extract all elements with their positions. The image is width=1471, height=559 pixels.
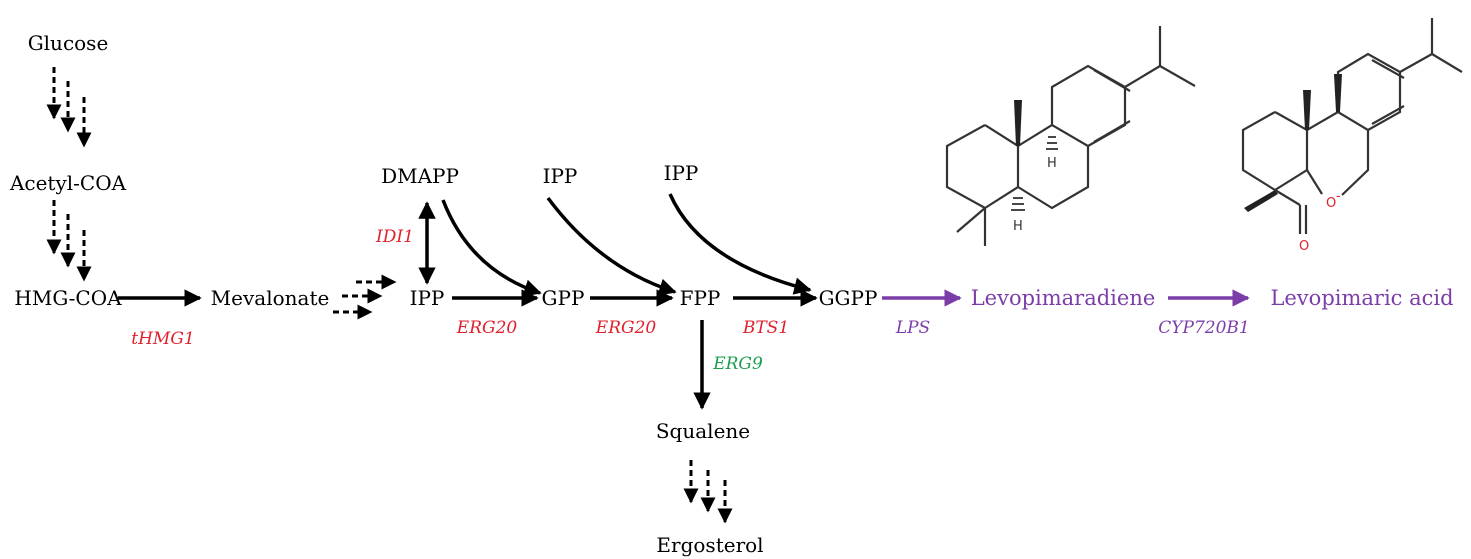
node-ipp-main: IPP bbox=[410, 286, 445, 310]
wedge-methyl-acid bbox=[1244, 190, 1278, 212]
multistep-arrows-glucose-acetylcoa bbox=[46, 67, 92, 148]
atom-h-upper: H bbox=[1047, 156, 1057, 171]
node-gpp: GPP bbox=[542, 286, 585, 310]
enzyme-bts1: BTS1 bbox=[742, 318, 789, 338]
enzyme-thmg1: tHMG1 bbox=[131, 329, 194, 349]
enzyme-erg20-2: ERG20 bbox=[595, 318, 657, 338]
node-dmapp: DMAPP bbox=[381, 164, 459, 188]
enzyme-erg20-1: ERG20 bbox=[456, 318, 518, 338]
node-levopimaric-acid: Levopimaric acid bbox=[1270, 286, 1453, 310]
node-ipp-top-1: IPP bbox=[543, 164, 578, 188]
node-hmg-coa: HMG-COA bbox=[14, 286, 122, 310]
atom-h-lower: H bbox=[1013, 219, 1023, 234]
node-levopimaradiene: Levopimaradiene bbox=[971, 286, 1156, 310]
node-acetyl-coa: Acetyl-COA bbox=[9, 171, 127, 195]
node-fpp: FPP bbox=[680, 286, 721, 310]
atom-oxygen-ring: O bbox=[1326, 196, 1336, 211]
atom-charge: - bbox=[1336, 189, 1341, 204]
enzyme-erg9: ERG9 bbox=[712, 354, 763, 374]
node-squalene: Squalene bbox=[656, 419, 750, 443]
arrow-ipp-fpp bbox=[546, 196, 677, 296]
node-glucose: Glucose bbox=[28, 31, 109, 55]
node-ergosterol: Ergosterol bbox=[656, 533, 763, 557]
structure-levopimaric-acid: O - O bbox=[1241, 18, 1463, 254]
node-ipp-top-2: IPP bbox=[664, 161, 699, 185]
multistep-arrows-squalene-ergosterol bbox=[683, 460, 733, 524]
enzyme-idi1: IDI1 bbox=[375, 227, 414, 247]
node-mevalonate: Mevalonate bbox=[211, 286, 330, 310]
structure-levopimaradiene: H H bbox=[945, 26, 1196, 246]
enzyme-lps: LPS bbox=[895, 318, 930, 338]
multistep-arrows-mevalonate-ipp bbox=[333, 274, 397, 320]
node-ggpp: GGPP bbox=[819, 286, 878, 310]
wedge-methyl bbox=[1014, 100, 1022, 146]
arrow-dmapp-gpp bbox=[441, 199, 542, 297]
arrow-ipp-ggpp bbox=[668, 193, 812, 295]
enzyme-cyp720b1: CYP720B1 bbox=[1158, 318, 1249, 338]
atom-oxygen-carbonyl: O bbox=[1299, 239, 1309, 254]
multistep-arrows-acetylcoa-hmgcoa bbox=[46, 200, 92, 282]
